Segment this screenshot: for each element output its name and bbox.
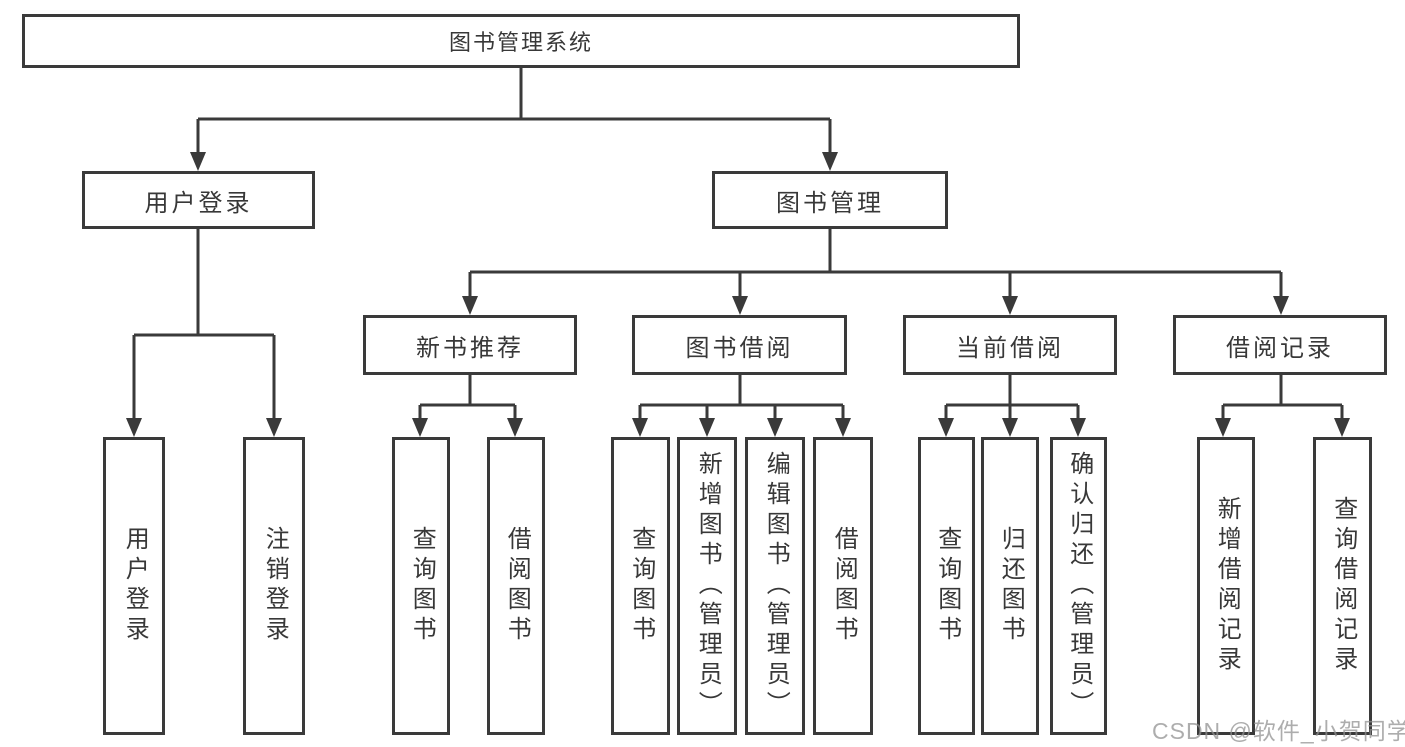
leaf-label: 新增借阅记录 [1213,496,1241,676]
leaf-logout: 注销登录 [243,437,305,735]
leaf-label: 查询图书 [933,526,961,646]
leaf-label: 查询图书 [627,526,655,646]
leaf-label: 编辑图书（管理员） [762,451,790,721]
node-new-book-recommend: 新书推荐 [363,315,577,375]
leaf-label: 借阅图书 [830,526,858,646]
leaf-label: 用户登录 [121,526,149,646]
leaf-label: 新增图书（管理员） [694,451,722,721]
connector-path [134,68,1342,407]
leaf-query-books-recommend: 查询图书 [392,437,450,735]
arrowheads [126,119,1350,437]
leaf-edit-book-admin: 编辑图书（管理员） [745,437,805,735]
node-label: 图书管理 [776,189,884,217]
csdn-watermark: CSDN @软件_小贺同学 [1152,718,1405,744]
node-borrow-records: 借阅记录 [1173,315,1387,375]
node-label: 图书借阅 [685,334,794,362]
leaf-borrow-books-recommend: 借阅图书 [487,437,545,735]
node-book-management: 图书管理 [712,171,948,229]
leaf-borrow-books-borrow: 借阅图书 [813,437,873,735]
leaf-label: 归还图书 [997,526,1025,646]
node-label: 用户登录 [144,189,253,217]
node-current-borrow: 当前借阅 [903,315,1117,375]
leaf-add-borrow-record: 新增借阅记录 [1197,437,1255,735]
node-label: 图书管理系统 [448,30,593,55]
leaf-label: 查询借阅记录 [1329,496,1357,676]
node-root-system: 图书管理系统 [22,14,1020,68]
node-label: 当前借阅 [956,334,1064,362]
leaf-query-books-current: 查询图书 [918,437,975,735]
leaf-user-login: 用户登录 [103,437,165,735]
node-label: 借阅记录 [1226,334,1334,362]
leaf-query-borrow-record: 查询借阅记录 [1313,437,1372,735]
leaf-label: 查询图书 [408,526,436,646]
leaf-label: 注销登录 [261,526,289,646]
leaf-add-book-admin: 新增图书（管理员） [677,437,737,735]
node-label: 新书推荐 [416,334,524,362]
leaf-confirm-return-admin: 确认归还（管理员） [1050,437,1107,735]
node-book-borrow: 图书借阅 [632,315,847,375]
leaf-label: 借阅图书 [503,526,531,646]
leaf-label: 确认归还（管理员） [1065,451,1093,721]
leaf-return-book: 归还图书 [981,437,1039,735]
node-user-login: 用户登录 [82,171,315,229]
leaf-query-books-borrow: 查询图书 [611,437,670,735]
